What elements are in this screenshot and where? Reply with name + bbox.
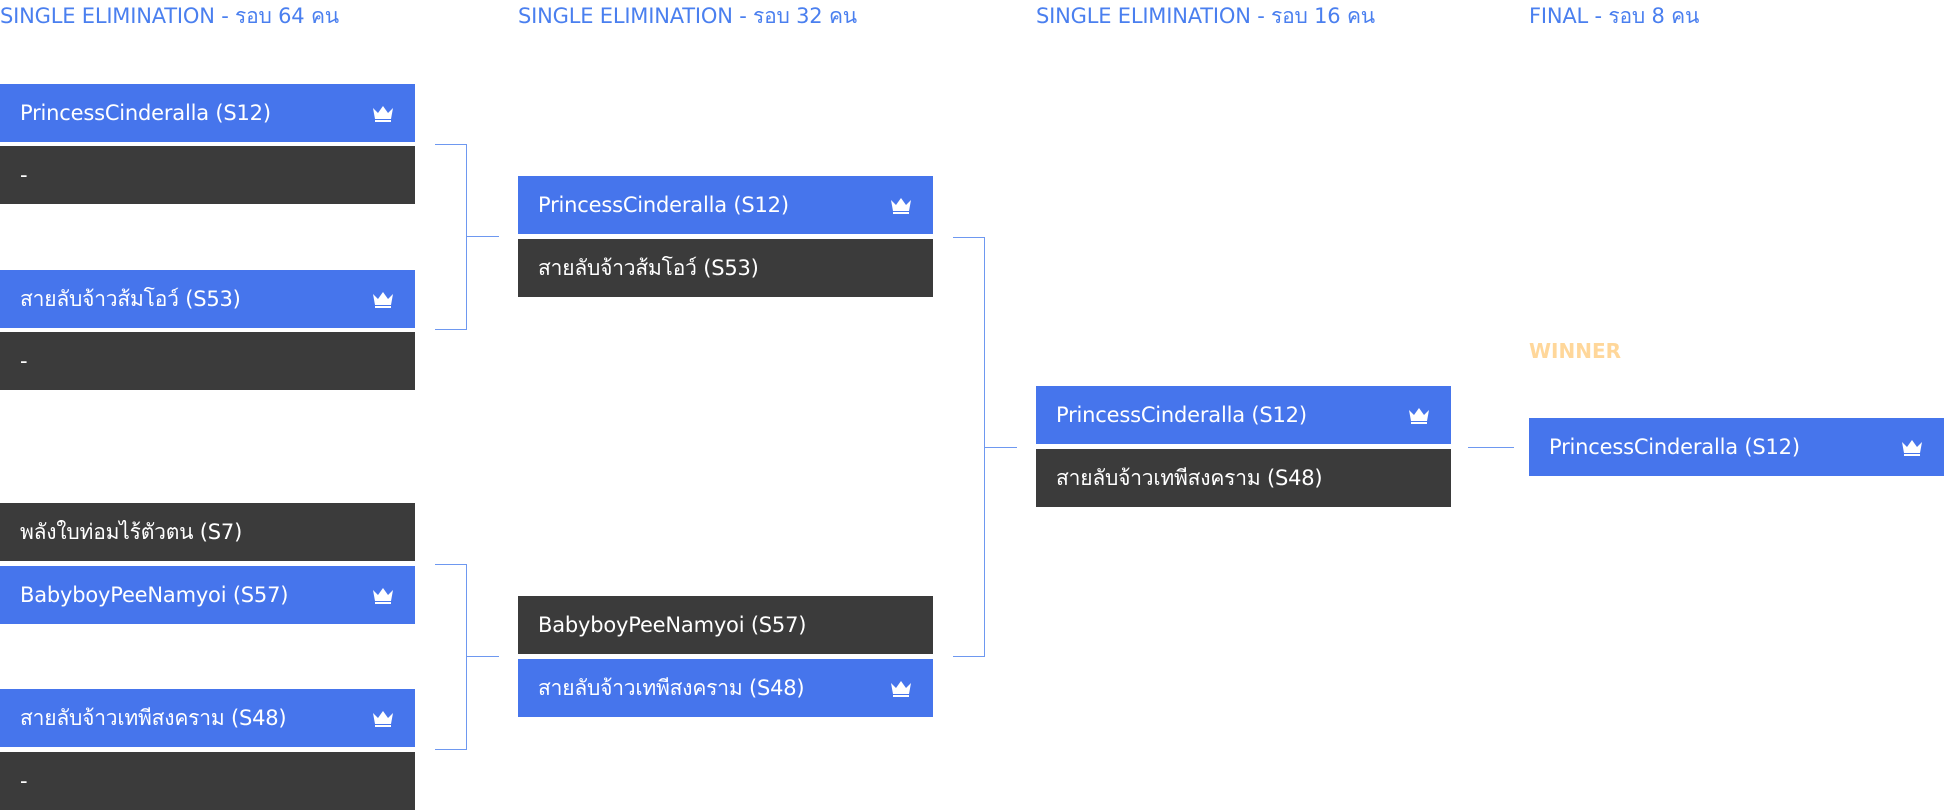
player-name: PrincessCinderalla (S12) — [538, 193, 789, 217]
match-slot-r16-m1-b[interactable]: สายลับจ้าวเทพีสงคราม (S48) — [1036, 449, 1451, 507]
match-slot-r64-m2-a[interactable]: สายลับจ้าวส้มโอว์ (S53) — [0, 270, 415, 328]
match-slot-r64-m1-a[interactable]: PrincessCinderalla (S12) — [0, 84, 415, 142]
player-name: - — [20, 769, 28, 793]
round-32-title: SINGLE ELIMINATION - รอบ 32 คน — [518, 4, 857, 28]
bracket-connector — [467, 656, 499, 657]
match-slot-r32-m2-b[interactable]: สายลับจ้าวเทพีสงคราม (S48) — [518, 659, 933, 717]
match-slot-r64-m3-a[interactable]: พลังใบท่อมไร้ตัวตน (S7) — [0, 503, 415, 561]
bracket-connector — [435, 144, 467, 330]
winner-slot[interactable]: PrincessCinderalla (S12) — [1529, 418, 1944, 476]
match-slot-r64-m4-b[interactable]: - — [0, 752, 415, 810]
match-slot-r32-m2-a[interactable]: BabyboyPeeNamyoi (S57) — [518, 596, 933, 654]
crown-icon — [373, 106, 393, 122]
crown-icon — [1409, 408, 1429, 424]
player-name: สายลับจ้าวเทพีสงคราม (S48) — [538, 675, 805, 700]
player-name: พลังใบท่อมไร้ตัวตน (S7) — [20, 519, 243, 544]
crown-icon — [1902, 440, 1922, 456]
player-name: BabyboyPeeNamyoi (S57) — [538, 613, 807, 637]
player-name: สายลับจ้าวส้มโอว์ (S53) — [20, 286, 241, 311]
player-name: PrincessCinderalla (S12) — [1056, 403, 1307, 427]
match-slot-r32-m1-a[interactable]: PrincessCinderalla (S12) — [518, 176, 933, 234]
bracket-connector — [985, 447, 1017, 448]
player-name: สายลับจ้าวเทพีสงคราม (S48) — [20, 705, 287, 730]
match-slot-r64-m2-b[interactable]: - — [0, 332, 415, 390]
crown-icon — [373, 292, 393, 308]
match-slot-r64-m3-b[interactable]: BabyboyPeeNamyoi (S57) — [0, 566, 415, 624]
match-slot-r64-m4-a[interactable]: สายลับจ้าวเทพีสงคราม (S48) — [0, 689, 415, 747]
player-name: BabyboyPeeNamyoi (S57) — [20, 583, 289, 607]
crown-icon — [891, 198, 911, 214]
player-name: PrincessCinderalla (S12) — [1549, 435, 1800, 459]
round-16-title: SINGLE ELIMINATION - รอบ 16 คน — [1036, 4, 1375, 28]
match-slot-r64-m1-b[interactable]: - — [0, 146, 415, 204]
final-title: FINAL - รอบ 8 คน — [1529, 4, 1700, 28]
match-slot-r32-m1-b[interactable]: สายลับจ้าวส้มโอว์ (S53) — [518, 239, 933, 297]
player-name: สายลับจ้าวส้มโอว์ (S53) — [538, 255, 759, 280]
winner-label: WINNER — [1529, 339, 1622, 363]
player-name: - — [20, 163, 28, 187]
crown-icon — [373, 588, 393, 604]
player-name: สายลับจ้าวเทพีสงคราม (S48) — [1056, 465, 1323, 490]
bracket-connector — [467, 236, 499, 237]
bracket-connector — [953, 237, 985, 657]
crown-icon — [891, 681, 911, 697]
player-name: PrincessCinderalla (S12) — [20, 101, 271, 125]
bracket-connector — [435, 564, 467, 750]
crown-icon — [373, 711, 393, 727]
round-64-title: SINGLE ELIMINATION - รอบ 64 คน — [0, 4, 339, 28]
bracket-connector — [1468, 447, 1514, 448]
match-slot-r16-m1-a[interactable]: PrincessCinderalla (S12) — [1036, 386, 1451, 444]
player-name: - — [20, 349, 28, 373]
